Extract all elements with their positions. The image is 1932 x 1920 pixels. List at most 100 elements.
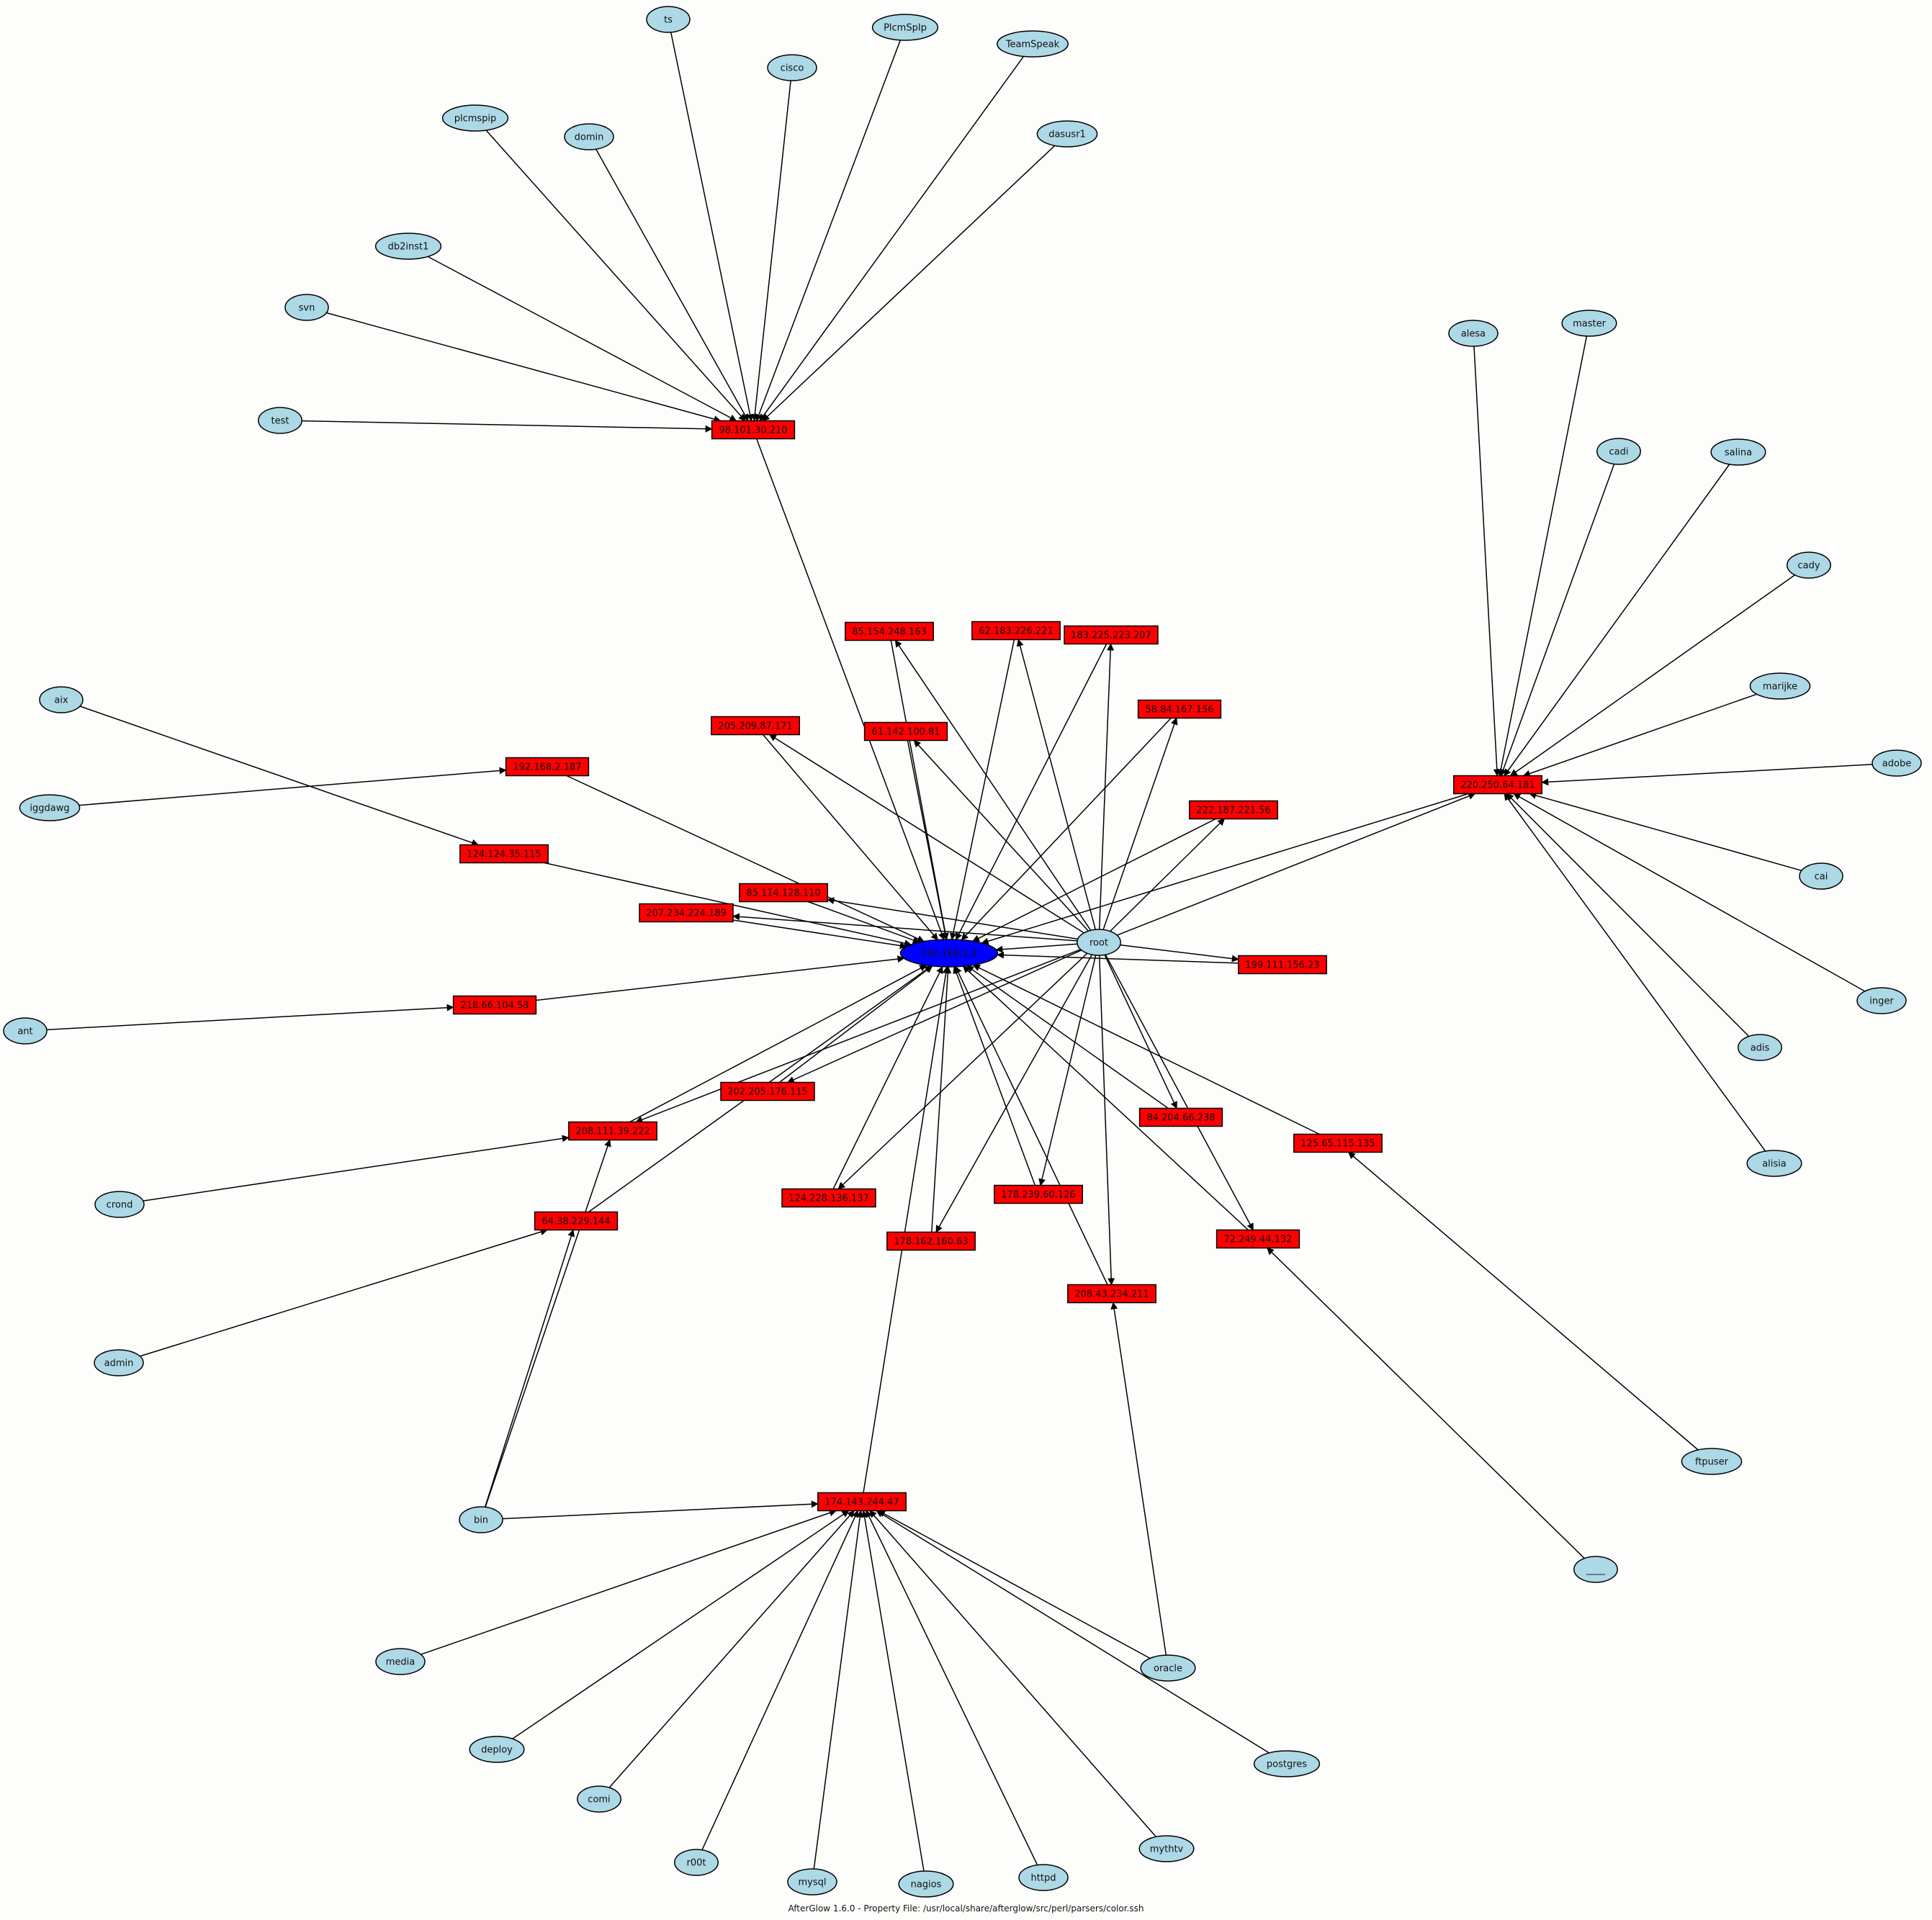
edge-db2inst1-to-98-101-30-210 — [427, 256, 737, 422]
ip-node-183-225-223-207: 183.225.223.207 — [1064, 625, 1159, 645]
node-label: 124.228.136.137 — [788, 1194, 869, 1204]
node-label: media — [386, 1657, 415, 1668]
user-ellipse — [1872, 749, 1922, 777]
user-node-svn: svn — [284, 294, 329, 321]
user-node-media: media — [375, 1648, 426, 1675]
user-ellipse — [871, 14, 939, 41]
ip-node-72-249-44-132: 72.249.44.132 — [1216, 1229, 1300, 1249]
edge-root-to-85-114-128-110 — [827, 897, 1078, 940]
ip-node-62-183-226-221: 62.183.226.221 — [971, 621, 1061, 641]
node-label: 58.84.167.156 — [1145, 705, 1213, 716]
user-node-blank: ____ — [1573, 1556, 1618, 1583]
edge-master-to-220-250-64-181 — [1497, 335, 1588, 777]
edge-adis-to-220-250-64-181 — [1506, 793, 1750, 1037]
edge-84-204-66-238-to-192-168-1-2 — [966, 965, 1169, 1109]
user-node-oracle: oracle — [1140, 1654, 1196, 1682]
edge-svn-to-98-101-30-210 — [326, 312, 722, 423]
user-ellipse — [1749, 672, 1811, 700]
user-ellipse — [1036, 120, 1098, 148]
ip-node-124-228-136-137: 124.228.136.137 — [781, 1188, 876, 1208]
user-node-admin: admin — [94, 1349, 144, 1376]
node-label: cadi — [1609, 447, 1629, 458]
edge-nagios-to-174-143-244-47 — [861, 1510, 925, 1872]
ip-node-125-65-115-135: 125.65.115.135 — [1293, 1133, 1383, 1153]
edge-cisco-to-98-101-30-210 — [751, 80, 791, 422]
user-ellipse — [1787, 551, 1831, 579]
ip-node-208-111-39-222: 208.111.39.222 — [568, 1121, 657, 1141]
node-label: cai — [1815, 872, 1828, 883]
ip-box — [739, 883, 828, 903]
ip-box — [1067, 1284, 1156, 1304]
ip-box — [534, 1211, 619, 1231]
node-label: adis — [1751, 1043, 1770, 1054]
user-ellipse — [564, 123, 614, 150]
user-ellipse — [1710, 438, 1766, 466]
ip-box — [845, 621, 934, 641]
user-node-cadi: cadi — [1596, 438, 1641, 465]
user-node-dasusr1: dasusr1 — [1036, 120, 1098, 148]
ip-box — [1189, 800, 1278, 820]
edge-178-239-60-126-to-192-168-1-2 — [953, 965, 1036, 1186]
edge-comi-to-174-143-244-47 — [608, 1510, 855, 1788]
footer-caption: AfterGlow 1.6.0 - Property File: /usr/lo… — [788, 1903, 1144, 1914]
ip-node-174-143-244-47: 174.143.244.47 — [817, 1492, 907, 1512]
ip-box — [711, 716, 800, 736]
edge-iggdawg-to-192-168-2-187 — [78, 767, 507, 806]
edge-98-101-30-210-to-192-168-1-2 — [755, 438, 945, 941]
user-node-TeamSpeak: TeamSpeak — [997, 30, 1069, 58]
edge-220-250-64-181-to-192-168-1-2 — [981, 793, 1469, 945]
edge-bin-to-174-143-244-47 — [502, 1500, 819, 1520]
node-label: 202.205.176.115 — [727, 1087, 808, 1098]
user-node-aix: aix — [39, 686, 84, 713]
user-node-mysql: mysql — [787, 1868, 837, 1896]
edge-124-228-136-137-to-192-168-1-2 — [832, 965, 943, 1189]
edge-62-183-226-221-to-192-168-1-2 — [949, 639, 1015, 940]
node-label: PlcmSpIp — [884, 23, 927, 34]
node-label: 192.168.1.2 — [921, 949, 978, 960]
user-ellipse — [577, 1785, 621, 1813]
ip-node-85-114-128-110: 85.114.128.110 — [739, 883, 828, 903]
node-label: TeamSpeak — [1005, 40, 1060, 50]
user-node-nagios: nagios — [898, 1870, 954, 1898]
ip-node-124-124-35-115: 124.124.35.115 — [459, 844, 549, 864]
edge-root-to-124-228-136-137 — [837, 952, 1088, 1190]
user-ellipse — [19, 794, 81, 821]
edge-root-to-58-84-167-156 — [1102, 717, 1178, 930]
edge-cady-to-220-250-64-181 — [1509, 574, 1795, 777]
node-label: root — [1089, 938, 1108, 949]
ip-box — [711, 420, 796, 440]
edge-192-168-2-187-to-192-168-1-2 — [566, 775, 925, 942]
user-ellipse — [374, 233, 442, 260]
node-label: r00t — [687, 1858, 706, 1869]
user-node-adis: adis — [1738, 1034, 1782, 1061]
edge-222-187-221-56-to-192-168-1-2 — [972, 818, 1216, 942]
edge-root-to-192-168-1-2 — [995, 943, 1078, 953]
node-label: 183.225.223.207 — [1071, 631, 1151, 641]
ip-box — [781, 1188, 876, 1208]
user-ellipse — [258, 407, 302, 434]
user-node-iggdawg: iggdawg — [19, 794, 81, 821]
node-label: 218.66.104.58 — [460, 1001, 529, 1011]
user-node-crond: crond — [94, 1191, 145, 1218]
node-label: 61.142.100.81 — [871, 727, 940, 738]
ip-box — [1293, 1133, 1383, 1153]
node-label: 199.111.156.23 — [1245, 960, 1319, 971]
ip-node-178-239-60-126: 178.239.60.126 — [994, 1184, 1083, 1204]
node-label: db2inst1 — [388, 242, 429, 253]
edge-root-to-61-142-100-81 — [913, 739, 1089, 932]
edge-202-205-176-115-to-192-168-1-2 — [778, 965, 933, 1083]
node-label: postgres — [1267, 1759, 1307, 1770]
node-label: 98.101.30.210 — [719, 425, 787, 436]
node-label: 207.234.224.189 — [646, 909, 727, 919]
edge-205-209-87-171-to-192-168-1-2 — [763, 734, 938, 941]
edge-root-to-222-187-221-56 — [1110, 818, 1226, 932]
node-label: iggdawg — [30, 803, 69, 814]
ip-box — [720, 1081, 815, 1101]
user-ellipse — [646, 6, 691, 33]
node-label: cady — [1797, 561, 1820, 572]
node-label: bin — [474, 1515, 488, 1526]
node-label: ts — [664, 15, 673, 26]
edge-mysql-to-174-143-244-47 — [813, 1510, 864, 1870]
user-ellipse — [1746, 1150, 1802, 1177]
ip-box — [452, 995, 537, 1015]
